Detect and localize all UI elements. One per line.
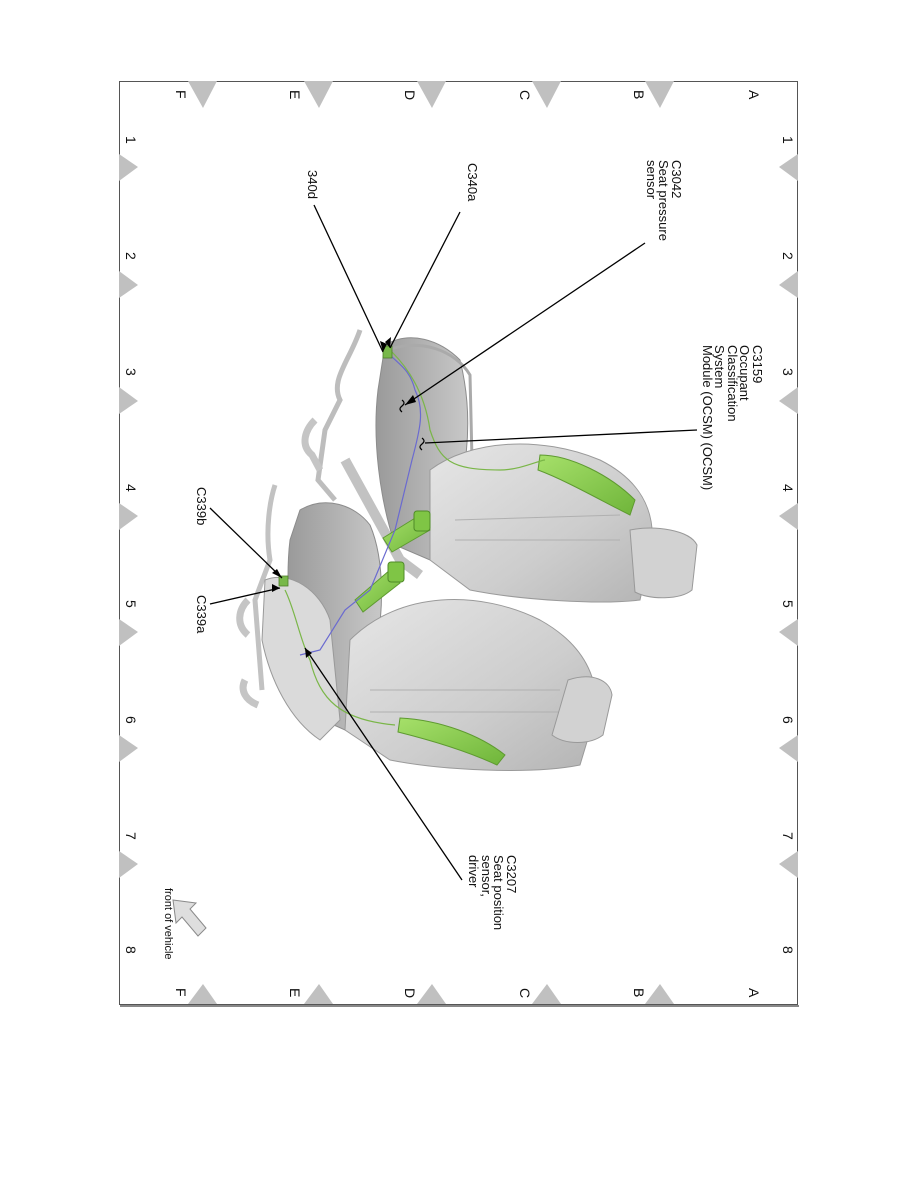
frame-shadow [120, 1005, 799, 1007]
connector-c339 [278, 575, 289, 587]
driver-seat [236, 484, 613, 771]
front-of-vehicle-label: front of vehicle [162, 888, 174, 960]
buckles [354, 510, 431, 613]
passenger-seat [301, 329, 698, 603]
